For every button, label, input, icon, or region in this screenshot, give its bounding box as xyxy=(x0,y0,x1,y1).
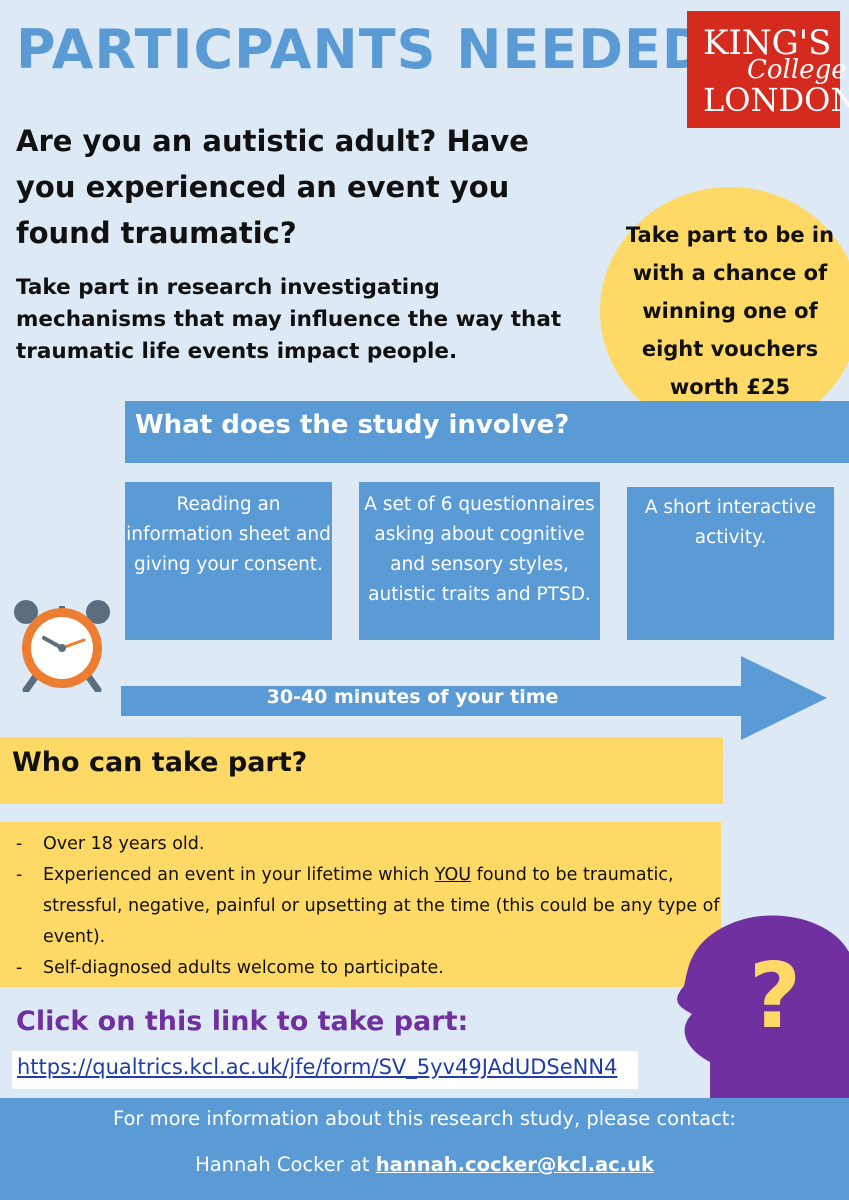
alarm-clock-icon xyxy=(14,600,110,692)
logo-line-2: College xyxy=(747,55,847,85)
clock-leg-left xyxy=(22,672,40,692)
clock-center xyxy=(58,644,66,652)
question-heading: Are you an autistic adult? Have you expe… xyxy=(16,124,529,250)
page-title: PARTICPANTS NEEDED xyxy=(16,18,708,81)
footer: For more information about this research… xyxy=(0,1098,849,1200)
criteria-item: Over 18 years old. xyxy=(16,829,721,860)
footer-line-1: For more information about this research… xyxy=(112,1107,737,1130)
link-heading: Click on this link to take part: xyxy=(16,1006,469,1037)
arrow-icon xyxy=(121,656,827,740)
logo-line-1: KING'S xyxy=(703,23,832,63)
prize-text: Take part to be in with a chance of winn… xyxy=(625,223,835,399)
study-heading-bar: What does the study involve? xyxy=(125,401,849,463)
contact-name: Hannah Cocker at xyxy=(195,1153,376,1176)
study-heading: What does the study involve? xyxy=(135,410,570,440)
criteria-item: Experienced an event in your lifetime wh… xyxy=(16,860,721,953)
logo-line-3: LONDON xyxy=(703,81,849,119)
who-heading-bar: Who can take part? xyxy=(0,737,723,804)
clock-bell-right xyxy=(86,600,110,624)
criteria-item: Self-diagnosed adults welcome to partici… xyxy=(16,953,721,984)
study-step-3: A short interactive activity. xyxy=(627,487,834,640)
who-heading: Who can take part? xyxy=(12,747,308,778)
survey-link[interactable]: https://qualtrics.kcl.ac.uk/jfe/form/SV_… xyxy=(17,1055,618,1079)
question-mark-glyph: ? xyxy=(749,944,801,1049)
link-box: https://qualtrics.kcl.ac.uk/jfe/form/SV_… xyxy=(12,1051,638,1089)
criteria-emphasis: YOU xyxy=(434,865,472,885)
clock-leg-right xyxy=(84,672,102,692)
study-step-1: Reading an information sheet and giving … xyxy=(125,482,332,640)
prize-circle: Take part to be in with a chance of winn… xyxy=(600,187,849,435)
intro-text: Take part in research investigating mech… xyxy=(16,275,562,364)
time-arrow-shape xyxy=(121,656,827,740)
contact-email-link[interactable]: hannah.cocker@kcl.ac.uk xyxy=(375,1153,654,1176)
footer-contact: Hannah Cocker at hannah.cocker@kcl.ac.uk xyxy=(0,1153,849,1176)
criteria-list: Over 18 years old. Experienced an event … xyxy=(0,822,721,987)
criteria-text: found to be traumatic, stressful, negati… xyxy=(43,865,720,947)
duration-label: 30-40 minutes of your time xyxy=(266,686,559,708)
study-step-2: A set of 6 questionnaires asking about c… xyxy=(359,482,600,640)
head-silhouette xyxy=(677,915,849,1100)
clock-bell-left xyxy=(14,600,38,624)
question-head-icon: ? xyxy=(677,915,849,1100)
kings-college-london-logo: KING'S College LONDON xyxy=(687,11,849,128)
criteria-text: Experienced an event in your lifetime wh… xyxy=(43,865,435,885)
